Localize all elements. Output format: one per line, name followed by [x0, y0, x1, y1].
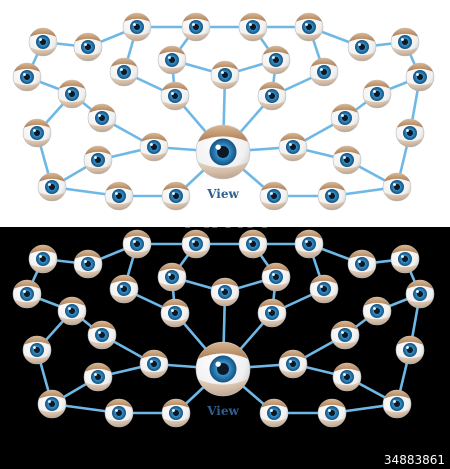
eyeball-icon	[309, 274, 339, 304]
eyeball-icon	[160, 298, 190, 328]
eyeball-icon	[330, 320, 360, 350]
eyeball-icon	[210, 60, 240, 90]
view-label-light: View	[206, 187, 239, 201]
eyeball-icon	[382, 172, 412, 202]
eyeball-icon	[22, 118, 52, 148]
dark-panel-network	[12, 229, 435, 428]
view-label-dark: View	[206, 404, 239, 418]
eyeball-icon	[257, 298, 287, 328]
eyeball-icon	[395, 335, 425, 365]
eyeball-icon	[83, 362, 113, 392]
eyeball-icon	[181, 229, 211, 259]
eyeball-icon	[294, 229, 324, 259]
eyeball-icon	[278, 349, 308, 379]
eyeball-icon	[109, 57, 139, 87]
eyeball-icon	[210, 277, 240, 307]
eyeball-icon	[87, 320, 117, 350]
eyeball-icon	[347, 32, 377, 62]
eyeball-icon	[405, 62, 435, 92]
eyeball-icon	[28, 244, 58, 274]
eyeball-icon	[139, 349, 169, 379]
eyeball-icon	[73, 32, 103, 62]
eyeball-icon	[12, 279, 42, 309]
eyeball-icon	[382, 389, 412, 419]
eyeball-icon	[390, 27, 420, 57]
eyeball-icon	[259, 398, 289, 428]
central-eye-icon	[195, 124, 251, 180]
eyeball-icon	[109, 274, 139, 304]
eyeball-icon	[332, 145, 362, 175]
eyeball-icon	[309, 57, 339, 87]
eyeball-icon	[317, 181, 347, 211]
eyeball-icon	[73, 249, 103, 279]
central-eye-icon	[195, 341, 251, 397]
eyeball-icon	[161, 398, 191, 428]
eyeball-icon	[139, 132, 169, 162]
eyeball-icon	[261, 262, 291, 292]
eyeball-icon	[57, 296, 87, 326]
eyeball-icon	[278, 132, 308, 162]
eyeball-icon	[104, 181, 134, 211]
eyeball-icon	[28, 27, 58, 57]
eyeball-icon	[37, 172, 67, 202]
eyeball-icon	[259, 181, 289, 211]
eyeball-icon	[332, 362, 362, 392]
eyeball-icon	[238, 229, 268, 259]
eyeball-icon	[405, 279, 435, 309]
eyeball-icon	[37, 389, 67, 419]
eyeball-icon	[238, 12, 268, 42]
eyeball-icon	[395, 118, 425, 148]
eyeball-icon	[161, 181, 191, 211]
eyeball-icon	[160, 81, 190, 111]
eyeball-icon	[181, 12, 211, 42]
stock-id: 34883861	[384, 453, 445, 467]
eyeball-icon	[257, 81, 287, 111]
eyeball-icon	[12, 62, 42, 92]
eyeball-icon	[157, 262, 187, 292]
eyeball-icon	[330, 103, 360, 133]
eyeball-icon	[104, 398, 134, 428]
watermark: PIXTA	[183, 205, 268, 235]
eyeball-icon	[122, 12, 152, 42]
eyeball-icon	[362, 296, 392, 326]
eyeball-icon	[362, 79, 392, 109]
light-panel-network	[12, 12, 435, 211]
eyeball-icon	[83, 145, 113, 175]
eyeball-icon	[122, 229, 152, 259]
eyeball-icon	[157, 45, 187, 75]
eyeball-icon	[87, 103, 117, 133]
eyeball-icon	[22, 335, 52, 365]
eyeball-icon	[347, 249, 377, 279]
eyeball-icon	[390, 244, 420, 274]
eyeball-icon	[317, 398, 347, 428]
eyeball-icon	[261, 45, 291, 75]
eyeball-icon	[294, 12, 324, 42]
eyeball-icon	[57, 79, 87, 109]
